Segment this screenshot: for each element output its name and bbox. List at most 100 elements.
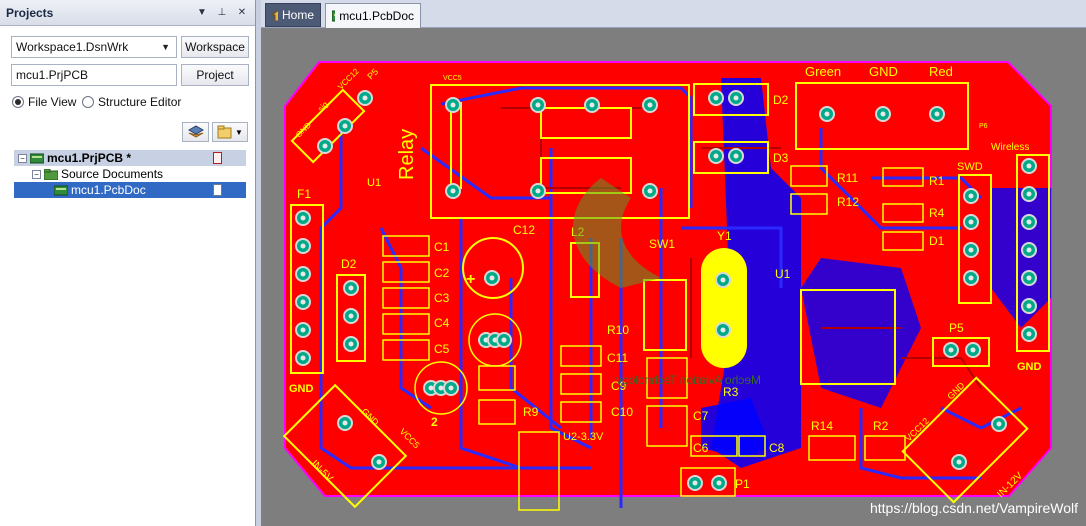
- pad-hole: [322, 143, 328, 149]
- vcc5-top-label: VCC5: [443, 75, 462, 82]
- tab-pcbdoc[interactable]: mcu1.PcbDoc: [325, 3, 421, 28]
- pad-hole: [968, 219, 974, 225]
- workspace-select-value: Workspace1.DsnWrk: [16, 40, 129, 54]
- bottom-copper-region: [711, 78, 801, 468]
- layers-icon: [187, 125, 204, 138]
- pad-hole: [713, 153, 719, 159]
- pad-hole: [535, 102, 541, 108]
- bottom-copper-region: [801, 258, 921, 408]
- led-d2-d3: D2 D3: [693, 83, 789, 174]
- projects-panel-header: Projects ▼ ⊥ ✕: [0, 0, 255, 26]
- pad-hole: [647, 188, 653, 194]
- green-label: Green: [805, 64, 841, 79]
- workspace-select[interactable]: Workspace1.DsnWrk ▼: [11, 36, 177, 58]
- tree-item-pcbdoc[interactable]: mcu1.PcbDoc: [14, 182, 246, 198]
- c10-label: C10: [611, 405, 633, 419]
- swd-header: [958, 174, 992, 304]
- file-view-radio[interactable]: File View: [12, 95, 76, 109]
- plus-sign: +: [466, 271, 475, 288]
- pad-hole: [824, 111, 830, 117]
- pad-hole: [968, 247, 974, 253]
- c11-label: C11: [607, 351, 628, 365]
- c5-label: C5: [434, 342, 450, 356]
- folder-options-button[interactable]: ▼: [212, 122, 248, 142]
- pad-hole: [1026, 275, 1032, 281]
- document-tabs: Home mcu1.PcbDoc: [261, 0, 1086, 28]
- pad-hole: [300, 299, 306, 305]
- project-field[interactable]: mcu1.PrjPCB: [11, 64, 177, 86]
- c2-label: C2: [434, 266, 450, 280]
- u2-label: U2-3.3V: [563, 431, 604, 443]
- tree-item-source-documents[interactable]: − Source Documents: [14, 166, 246, 182]
- c12-capacitor: [462, 237, 524, 299]
- pad-hole: [501, 337, 507, 343]
- folder-icon: [217, 125, 232, 139]
- tree-item-project[interactable]: − mcu1.PrjPCB *: [14, 150, 246, 166]
- pad-hole: [448, 385, 454, 391]
- folder-name: Source Documents: [61, 167, 164, 181]
- pad-hole: [716, 480, 722, 486]
- wireless-label: Wireless: [991, 142, 1029, 153]
- pad-hole: [720, 327, 726, 333]
- structure-editor-label: Structure Editor: [98, 95, 182, 109]
- r9-label: R9: [523, 405, 539, 419]
- pad-hole: [948, 347, 954, 353]
- pad-hole: [589, 102, 595, 108]
- document-name: mcu1.PcbDoc: [71, 183, 146, 197]
- red-label: Red: [929, 64, 953, 79]
- u1-left-label: U1: [367, 177, 381, 189]
- pad-hole: [438, 385, 444, 391]
- r2-label: R2: [873, 419, 889, 433]
- pad-hole: [342, 420, 348, 426]
- pad-hole: [450, 188, 456, 194]
- panel-pin-button[interactable]: ⊥: [217, 7, 227, 18]
- collapse-icon[interactable]: −: [18, 153, 27, 163]
- r11-label: R11: [837, 171, 858, 185]
- pad-hole: [720, 277, 726, 283]
- tab-home[interactable]: Home: [265, 3, 321, 27]
- pad-hole: [996, 421, 1002, 427]
- panel-close-button[interactable]: ✕: [237, 7, 247, 18]
- pad-hole: [489, 275, 495, 281]
- structure-editor-radio[interactable]: Structure Editor: [82, 95, 181, 109]
- pad-hole: [376, 459, 382, 465]
- r3-label: R3: [723, 385, 739, 399]
- pad-hole: [1026, 219, 1032, 225]
- y1-crystal: [701, 248, 747, 368]
- panel-splitter[interactable]: [256, 0, 261, 526]
- tab-pcbdoc-label: mcu1.PcbDoc: [339, 9, 414, 23]
- pad-hole: [300, 327, 306, 333]
- bottom-traces: [319, 86, 1022, 508]
- p5b-header: [932, 337, 990, 367]
- f1-header: [290, 204, 324, 374]
- project-field-value: mcu1.PrjPCB: [16, 68, 89, 82]
- pcb-project-icon: [30, 153, 44, 163]
- radio-checked-icon: [12, 96, 24, 108]
- d2b-label: D2: [341, 257, 357, 271]
- capacitor-column: [382, 235, 430, 361]
- pad-hole: [968, 193, 974, 199]
- small-components: [414, 313, 906, 511]
- panel-title: Projects: [6, 5, 54, 20]
- project-name: mcu1.PrjPCB *: [47, 151, 132, 165]
- pad-hole: [428, 385, 434, 391]
- modified-document-icon: [213, 152, 222, 164]
- project-button[interactable]: Project: [181, 64, 249, 86]
- pcb-workspace[interactable]: Relay VCC5 GND sig VCC12 P5 Green GND Re…: [261, 28, 1086, 526]
- collapse-icon[interactable]: −: [32, 169, 41, 179]
- mirrored-silk-text: Mecho Aviation Technology: [616, 373, 761, 387]
- project-tree: − mcu1.PrjPCB * − Source Documents: [14, 150, 246, 198]
- pad-hole: [450, 102, 456, 108]
- layers-button[interactable]: [182, 122, 209, 142]
- panel-menu-button[interactable]: ▼: [197, 7, 207, 18]
- c8-label: C8: [769, 441, 785, 455]
- c3-label: C3: [434, 291, 450, 305]
- c1-label: C1: [434, 240, 450, 254]
- workspace-button[interactable]: Workspace: [181, 36, 249, 58]
- bottom-copper-region: [701, 398, 771, 458]
- sw1-switch: [643, 279, 687, 351]
- connector-p6: Green GND Red P6: [795, 64, 988, 150]
- p6-label: P6: [979, 123, 988, 130]
- pad-hole: [300, 271, 306, 277]
- pcb-canvas[interactable]: Relay VCC5 GND sig VCC12 P5 Green GND Re…: [261, 28, 1086, 526]
